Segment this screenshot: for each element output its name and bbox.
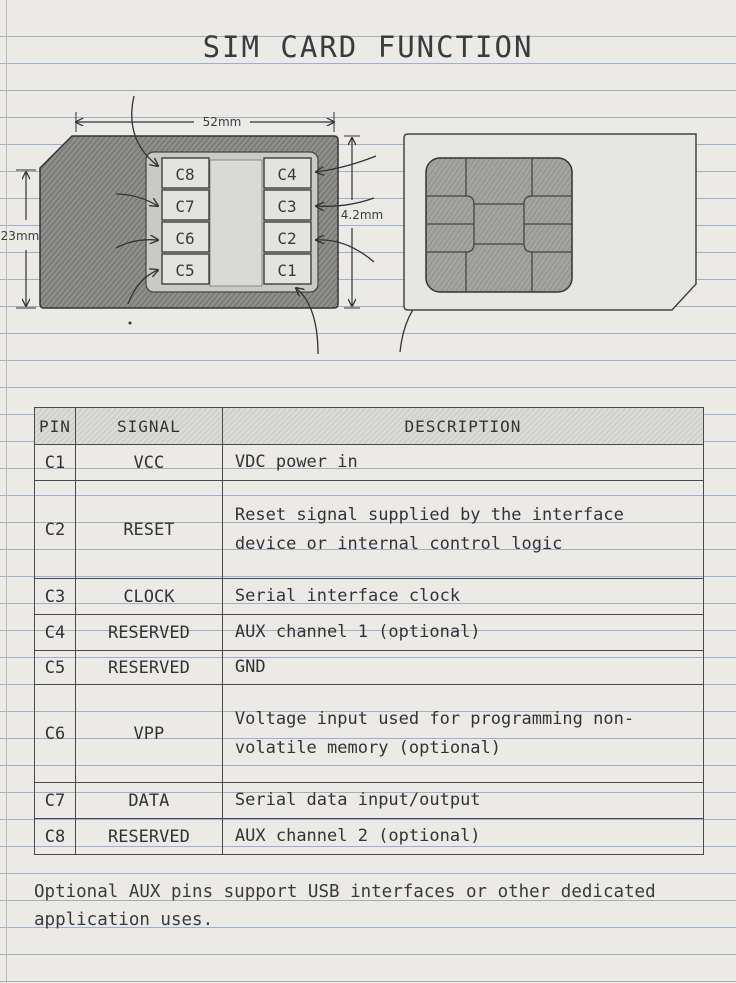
contact-chip: [425, 157, 573, 293]
pin-label-c2: C2: [277, 229, 296, 248]
description-line: volatile memory (optional): [234, 737, 502, 758]
description-cell: Serial data input/output: [221, 782, 705, 819]
description-cell: VDC power in: [221, 444, 705, 481]
table-row: C7 DATA Serial data input/output: [34, 782, 705, 819]
pin-label-c5: C5: [175, 261, 194, 280]
pin-label-c8: C8: [175, 165, 194, 184]
pin-c2-pad: [263, 221, 312, 253]
pin-c7-pad: [161, 189, 210, 221]
description-line: device or internal control logic: [234, 533, 563, 554]
table-row: C6 VPP Voltage input used for programmin…: [34, 684, 705, 783]
sim-card-diagram: C8 C7 C6 C5 C4 C3 C2 C1 52mm 23mm 4.2mm: [1, 95, 697, 355]
pin-c1-pad: [263, 253, 312, 285]
table-row: C3 CLOCK Serial interface clock: [34, 578, 705, 615]
description-cell: AUX channel 1 (optional): [221, 614, 705, 651]
description-line: Reset signal supplied by the interface: [234, 504, 624, 525]
signal-cell: CLOCK: [74, 578, 223, 615]
description-line: GND: [234, 657, 266, 677]
table-header-row: PIN SIGNAL DESCRIPTION: [34, 407, 705, 445]
pin-cell: C1: [34, 444, 76, 481]
description-cell: Voltage input used for programming non-v…: [221, 684, 705, 783]
pin-cell: C2: [34, 480, 76, 579]
table-row: C1 VCC VDC power in: [34, 444, 705, 481]
page-title: SIM CARD FUNCTION: [202, 30, 534, 64]
pin-label-c1: C1: [277, 261, 296, 280]
signal-cell: VPP: [74, 684, 223, 783]
pitch-dimension: 4.2mm: [341, 135, 383, 309]
header-signal: SIGNAL: [74, 407, 223, 445]
right-pin-column: C4 C3 C2 C1: [263, 157, 312, 285]
signal-cell: DATA: [74, 782, 223, 819]
height-dimension: 23mm: [1, 169, 40, 309]
table-row: C8 RESERVED AUX channel 2 (optional): [34, 818, 705, 855]
pin-label-c3: C3: [277, 197, 296, 216]
width-label: 52mm: [203, 115, 242, 129]
signal-cell: RESET: [74, 480, 223, 579]
left-pin-column: C8 C7 C6 C5: [161, 157, 210, 285]
pin-c6-pad: [161, 221, 210, 253]
description-line: AUX channel 2 (optional): [234, 826, 481, 846]
pin-cell: C5: [34, 650, 76, 685]
pin-cell: C8: [34, 818, 76, 855]
description-cell: GND: [221, 650, 705, 685]
signal-cell: VCC: [74, 444, 223, 481]
pitch-label: 4.2mm: [341, 208, 383, 222]
signal-cell: RESERVED: [74, 818, 223, 855]
notebook-margin-line: [6, 0, 7, 983]
height-label: 23mm: [1, 229, 40, 243]
pin-c3-pad: [263, 189, 312, 221]
description-line: VDC power in: [234, 452, 358, 472]
description-cell: Serial interface clock: [221, 578, 705, 615]
header-description: DESCRIPTION: [221, 407, 705, 445]
description-line: AUX channel 1 (optional): [234, 622, 481, 642]
pin-cell: C6: [34, 684, 76, 783]
pin-label-c4: C4: [277, 165, 296, 184]
header-pin: PIN: [34, 407, 76, 445]
description-line: Serial data input/output: [234, 790, 481, 810]
pin-function-table: PIN SIGNAL DESCRIPTION C1 VCC VDC power …: [34, 407, 705, 855]
description-cell: Reset signal supplied by the interface de…: [221, 480, 705, 579]
description-line: Voltage input used for programming non-: [234, 708, 635, 729]
pin-pointer-arrows: [115, 95, 428, 355]
description-cell: AUX channel 2 (optional): [221, 818, 705, 855]
center-ground-pad: [209, 159, 263, 287]
signal-cell: RESERVED: [74, 614, 223, 651]
footnote: Optional AUX pins support USB interfaces…: [34, 882, 656, 930]
pin-c5-pad: [161, 253, 210, 285]
pin-cell: C7: [34, 782, 76, 819]
table-row: C4 RESERVED AUX channel 1 (optional): [34, 614, 705, 651]
pin-c8-pad: [161, 157, 210, 189]
table-row: C5 RESERVED GND: [34, 650, 705, 685]
table-row: C2 RESET Reset signal supplied by the in…: [34, 480, 705, 579]
signal-cell: RESERVED: [74, 650, 223, 685]
pin-c4-pad: [263, 157, 312, 189]
pin-label-c6: C6: [175, 229, 194, 248]
pin-cell: C3: [34, 578, 76, 615]
description-line: Serial interface clock: [234, 586, 461, 606]
pin-label-c7: C7: [175, 197, 194, 216]
pin-cell: C4: [34, 614, 76, 651]
width-dimension: 52mm: [76, 112, 334, 132]
